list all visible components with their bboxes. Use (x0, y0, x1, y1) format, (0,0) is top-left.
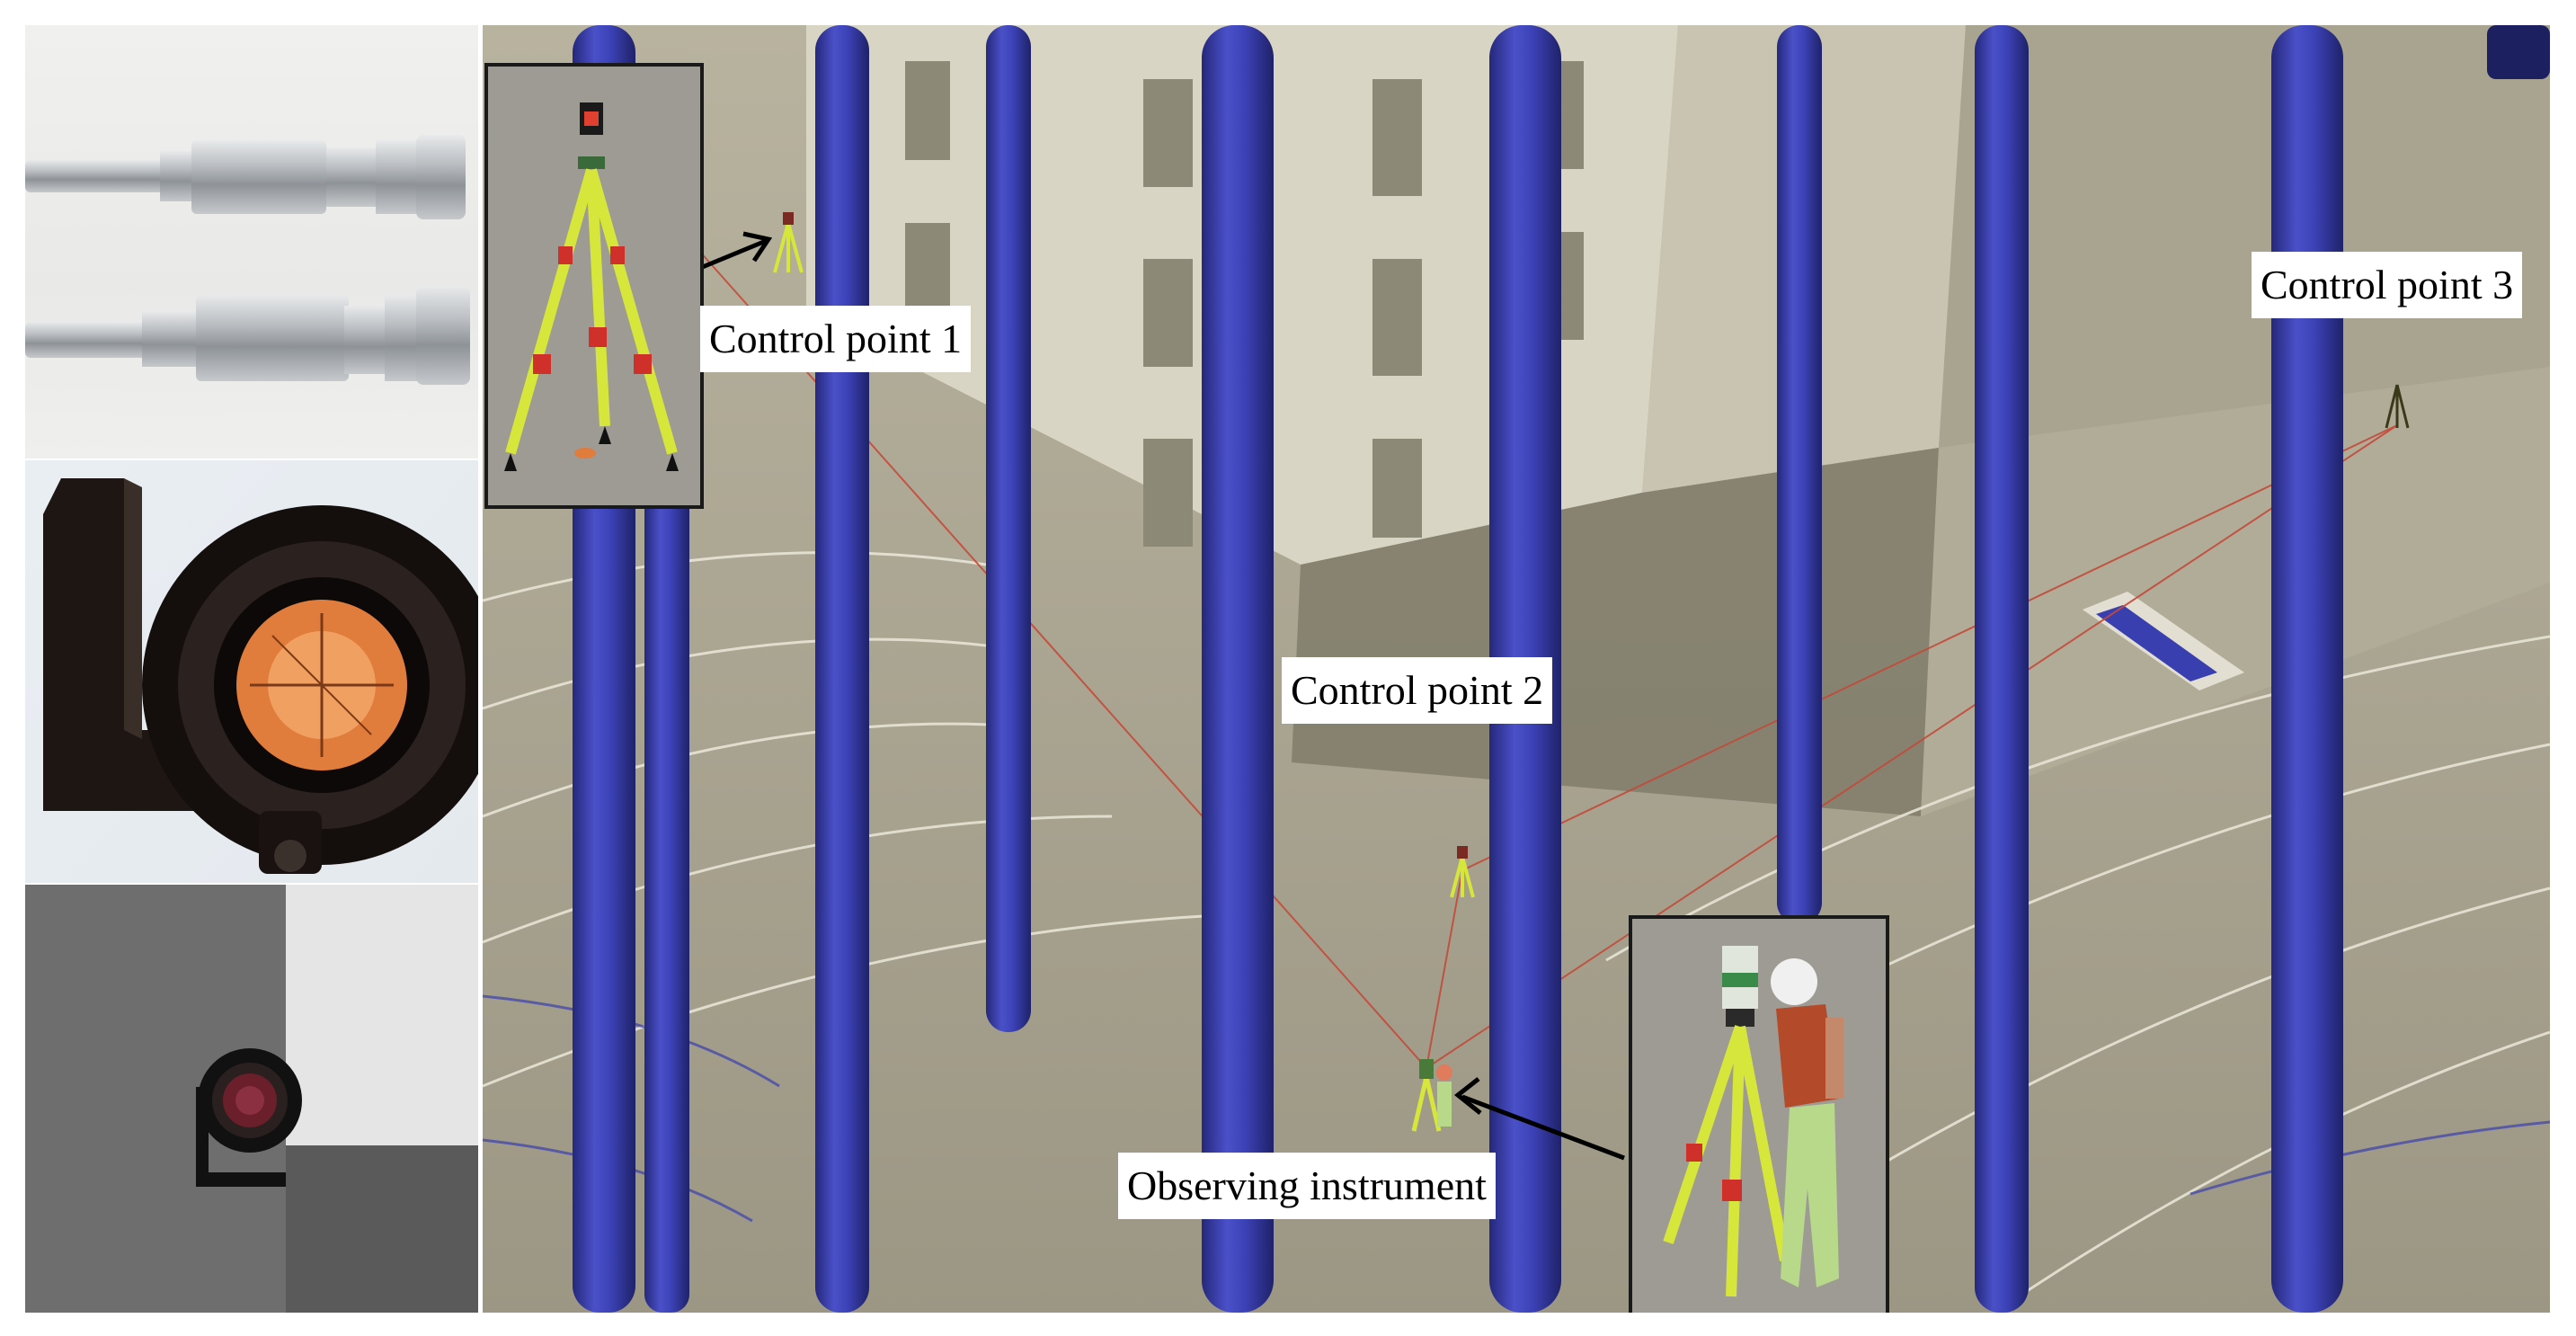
surveyor-icon (1411, 1059, 1452, 1132)
control-point-2-label: Control point 2 (1282, 657, 1553, 724)
wall-photo (25, 885, 478, 1313)
control-point-3-label: Control point 3 (2252, 252, 2523, 318)
tripod-icon (773, 212, 804, 273)
tripod-icon (488, 67, 700, 505)
tripod-icon (1450, 846, 1475, 898)
metal-pin-icon (25, 135, 470, 385)
surveyor-icon (1632, 919, 1886, 1313)
mini-prism-icon (43, 478, 478, 874)
prism-pins-photo (25, 25, 478, 459)
mini-prism-photo (25, 460, 478, 883)
observing-instrument-label: Observing instrument (1118, 1153, 1496, 1219)
mounted-prism-photo (25, 885, 478, 1313)
tripod-icon (2385, 384, 2410, 429)
construction-scene: Control point 1 Control point 2 Control … (483, 25, 2550, 1313)
tripod-inset (484, 63, 704, 509)
control-point-1-label: Control point 1 (700, 306, 972, 372)
surveyor-inset (1629, 915, 1889, 1313)
